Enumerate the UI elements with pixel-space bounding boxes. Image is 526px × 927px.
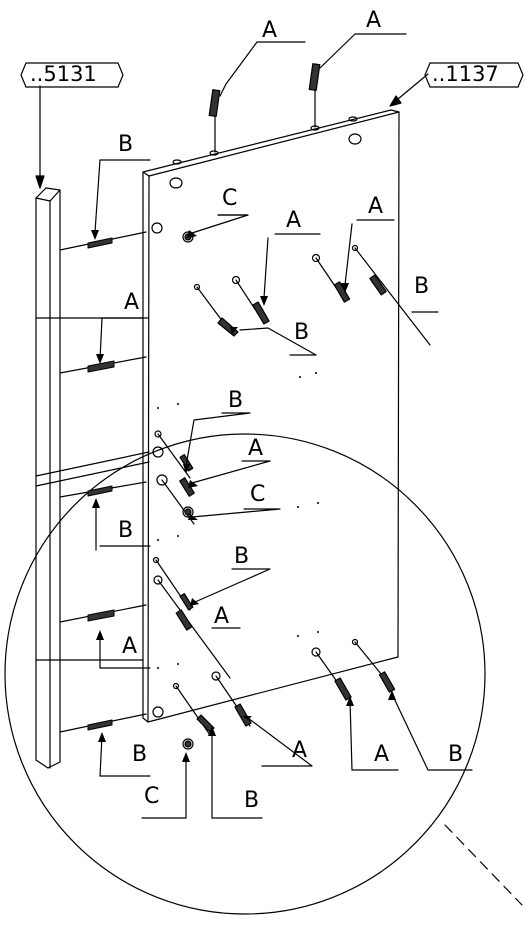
callout-a-rail-2: A	[124, 290, 140, 315]
callout-b-face-2: B	[294, 320, 310, 345]
callout-a-top-1: A	[262, 18, 278, 43]
callout-b-rail-3: B	[118, 518, 134, 543]
hex-tag-frame	[424, 62, 524, 88]
callout-a-rail-4: A	[122, 634, 138, 659]
callout-b-face-4: B	[234, 544, 250, 569]
main-panel	[142, 109, 400, 723]
callout-b-bottom-1: B	[448, 742, 464, 767]
panel-holes	[151, 222, 359, 750]
callout-b-rail-5: B	[132, 742, 148, 767]
part-tag-panel: ..1137	[424, 62, 524, 88]
callout-leaders	[94, 33, 473, 819]
callout-a-face-4: A	[214, 604, 230, 629]
dowel-pins-left	[87, 237, 115, 731]
callout-c-1: C	[222, 186, 238, 211]
side-rail	[35, 187, 61, 769]
detail-circle	[4, 433, 486, 915]
top-edge-holes	[169, 116, 362, 189]
panel-dots	[157, 372, 319, 669]
part-tag-panel-text: ..1137	[432, 62, 499, 86]
callout-b-bottom-2: B	[244, 788, 260, 813]
callout-arrowheads	[91, 230, 396, 762]
callout-b-face-1: B	[414, 274, 430, 299]
detail-leader-dashed	[444, 824, 523, 906]
callout-a-face-1: A	[286, 208, 302, 233]
face-fittings	[155, 247, 431, 736]
callout-c-2: C	[250, 482, 266, 507]
callout-a-top-2: A	[366, 8, 382, 33]
callout-a-bottom-2: A	[374, 742, 390, 767]
callout-b-rail-1: B	[118, 132, 134, 157]
part-tag-rail-text: ..5131	[30, 62, 97, 86]
hex-tag-frame	[20, 62, 124, 88]
callout-a-face-3: A	[248, 436, 264, 461]
callout-b-face-3: B	[228, 388, 244, 413]
callout-c-3: C	[144, 784, 160, 809]
callout-a-bottom-1: A	[292, 738, 308, 763]
part-tag-rail: ..5131	[20, 62, 124, 88]
callout-a-face-2: A	[368, 194, 384, 219]
